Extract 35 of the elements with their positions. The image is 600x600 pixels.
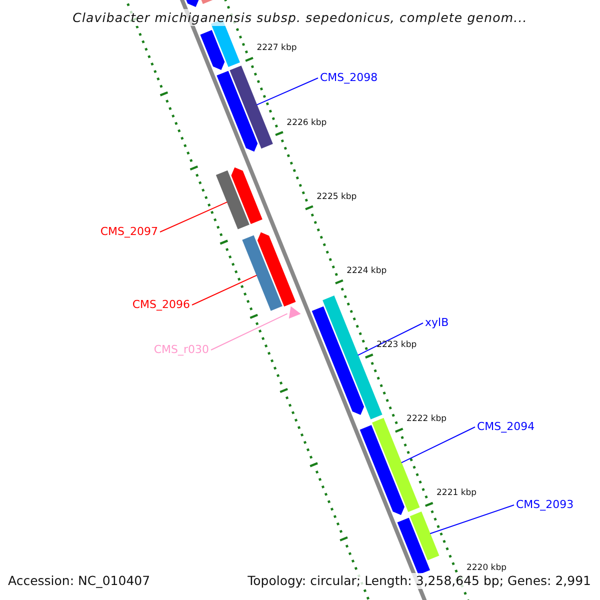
scale-label: 2221 kbp bbox=[436, 488, 477, 500]
leader-line bbox=[192, 274, 258, 306]
gene-label: CMS_2097 bbox=[100, 225, 158, 239]
footer-text: Accession: NC_010407 bbox=[8, 573, 150, 589]
gene-bar bbox=[410, 512, 440, 560]
gene-bar bbox=[216, 170, 250, 230]
leader-line bbox=[256, 78, 318, 106]
scale-label: 2223 kbp bbox=[376, 340, 417, 352]
gene-label: CMS_r030 bbox=[154, 343, 209, 357]
scale-label: 2227 kbp bbox=[256, 43, 297, 54]
gene-bar bbox=[360, 425, 404, 515]
leader-line bbox=[160, 202, 228, 232]
gene-bar bbox=[230, 66, 273, 149]
footer-text: Topology: circular; Length: 3,258,645 bp; Genes: 2,991 bbox=[248, 573, 591, 589]
scale-label: 2222 kbp bbox=[406, 414, 447, 426]
gene-marker bbox=[288, 306, 301, 319]
leader-line bbox=[358, 322, 424, 356]
scale-label: 2225 kbp bbox=[316, 192, 357, 203]
gene-bar bbox=[242, 235, 282, 311]
leader-line bbox=[210, 313, 288, 350]
gene-bar bbox=[257, 232, 296, 306]
scale-label: 2220 kbp bbox=[466, 562, 507, 574]
gene-bar bbox=[216, 70, 258, 152]
gene-label: CMS_2096 bbox=[132, 298, 190, 312]
gene-bar bbox=[231, 167, 262, 224]
gene-label: xylB bbox=[425, 316, 449, 330]
scale-label: 2224 kbp bbox=[346, 266, 387, 277]
gene-bar bbox=[312, 306, 364, 415]
gene-label: CMS_2093 bbox=[516, 498, 574, 512]
gene-label: CMS_2098 bbox=[320, 71, 378, 85]
gene-bar bbox=[200, 30, 225, 70]
scale-label: 2226 kbp bbox=[286, 118, 327, 129]
gene-label: CMS_2094 bbox=[477, 420, 535, 434]
leader-line bbox=[430, 504, 514, 534]
gene-bar bbox=[397, 518, 430, 575]
